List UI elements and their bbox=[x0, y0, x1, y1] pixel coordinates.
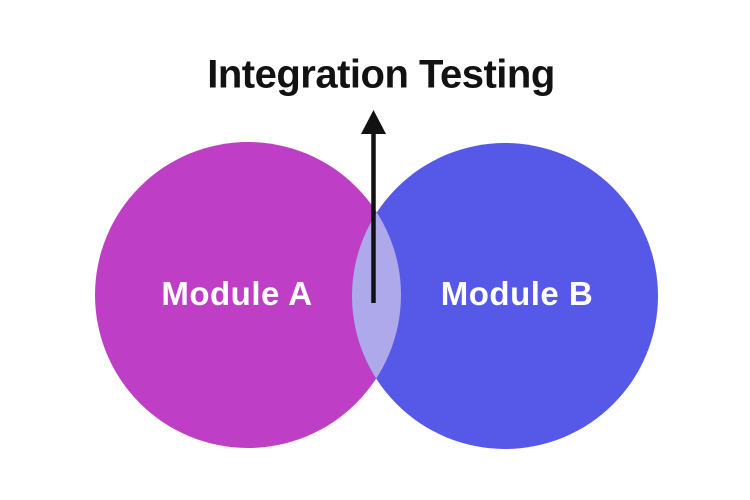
diagram-title: Integration Testing bbox=[207, 52, 555, 97]
module-a-label: Module A bbox=[161, 275, 313, 312]
up-arrow-icon bbox=[361, 110, 386, 303]
arrow-head bbox=[361, 110, 386, 134]
module-b-label: Module B bbox=[440, 275, 594, 312]
module-a-circle bbox=[95, 142, 401, 448]
module-b-circle bbox=[352, 143, 658, 449]
